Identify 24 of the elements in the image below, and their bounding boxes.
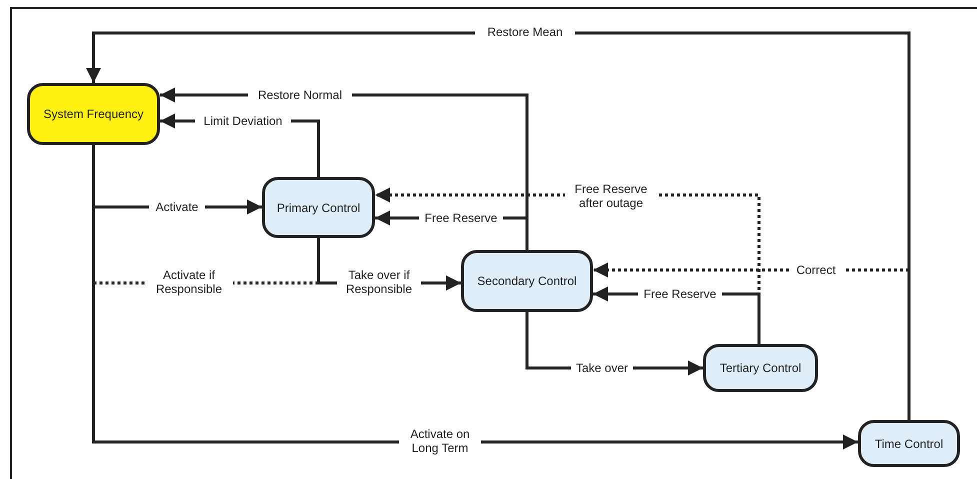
node-label: Time Control <box>874 436 944 452</box>
edge-label: Free Reserve after outage <box>565 182 657 210</box>
edge-label: Activate if Responsible <box>145 268 233 296</box>
edge-label: Restore Normal <box>248 88 352 102</box>
edge-label: Free Reserve <box>419 211 503 225</box>
process-box <box>858 420 960 467</box>
edge-label: Restore Mean <box>475 25 575 39</box>
edge-label: Limit Deviation <box>195 114 291 128</box>
edge-label: Activate on Long Term <box>399 427 481 455</box>
process-box <box>262 177 375 238</box>
state-box <box>27 83 160 145</box>
dashed-arrow <box>593 262 910 420</box>
process-box <box>461 250 593 312</box>
edge-label: Correct <box>789 263 843 277</box>
edge-label: Take over if Responsible <box>337 268 421 296</box>
node-label: Tertiary Control <box>720 360 802 377</box>
node-label: Primary Control <box>276 200 360 216</box>
arrow <box>86 32 910 420</box>
process-box <box>703 344 818 392</box>
edge-label: Take over <box>571 361 633 375</box>
edge-label: Free Reserve <box>638 287 722 301</box>
edge-label: Activate <box>149 200 205 214</box>
node-label: Secondary Control <box>477 273 577 290</box>
node-label: System Frequency <box>43 106 144 123</box>
